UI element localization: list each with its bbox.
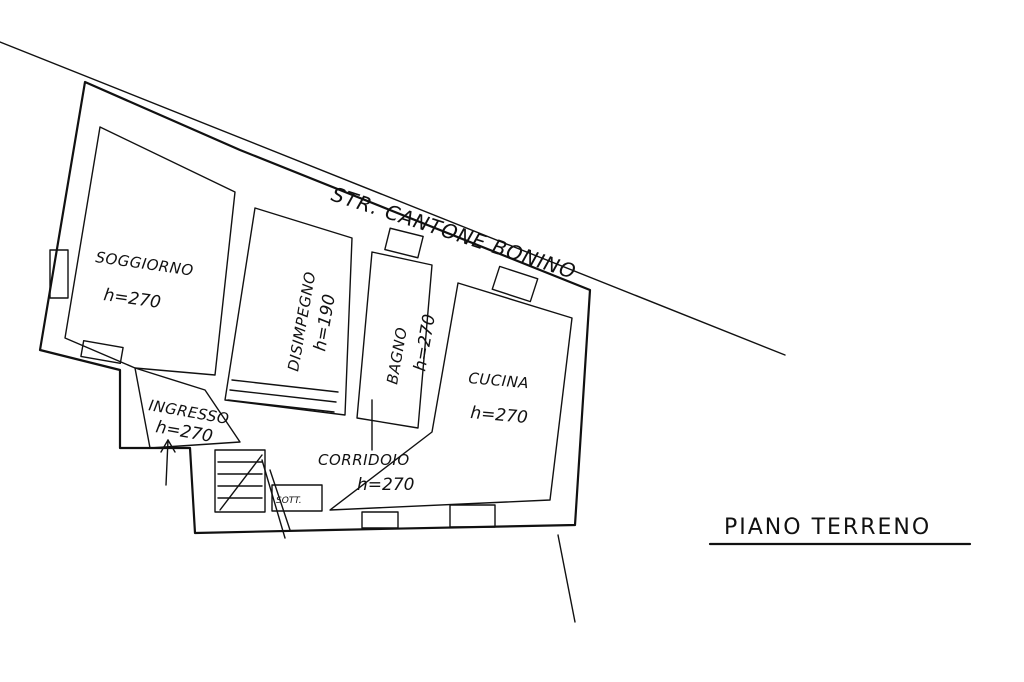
windows-doors (49, 227, 539, 529)
window-cucina (491, 265, 539, 303)
outer-walls (38, 80, 592, 535)
room-label-corridoio: CORRIDOIO (318, 451, 410, 469)
soggiorno-outline (64, 126, 236, 376)
room-height-corridoio: h=270 (357, 475, 414, 495)
cucina-outline (329, 282, 573, 511)
entrance-arrow-icon (160, 439, 176, 486)
window-bagno (384, 227, 424, 259)
room-height-soggiorno: h=270 (102, 285, 162, 313)
room-height-cucina: h=270 (470, 403, 529, 428)
floor-title: PIANO TERRENO (724, 515, 931, 540)
street-label: STR. CANTONE BONINO (328, 182, 579, 284)
bagno-outline (356, 251, 433, 429)
window-south-1 (361, 511, 399, 529)
window-west (49, 249, 69, 299)
room-label-soggiorno: SOGGIORNO (94, 248, 194, 280)
door-soggiorno (80, 339, 124, 365)
room-height-bagno: h=270 (410, 313, 440, 373)
room-label-bagno: BAGNO (383, 326, 411, 386)
window-south-2 (449, 504, 496, 528)
ingresso-outline (134, 367, 241, 449)
stairs (214, 449, 323, 539)
inner-walls (64, 126, 573, 511)
disimpegno-threshold (227, 379, 339, 413)
disimpegno-outline (224, 207, 353, 416)
stairs-label: SOTT. (276, 496, 302, 506)
street-boundary-lines (0, 41, 786, 623)
room-label-cucina: CUCINA (468, 369, 530, 392)
room-height-disimpegno: h=190 (310, 293, 340, 353)
